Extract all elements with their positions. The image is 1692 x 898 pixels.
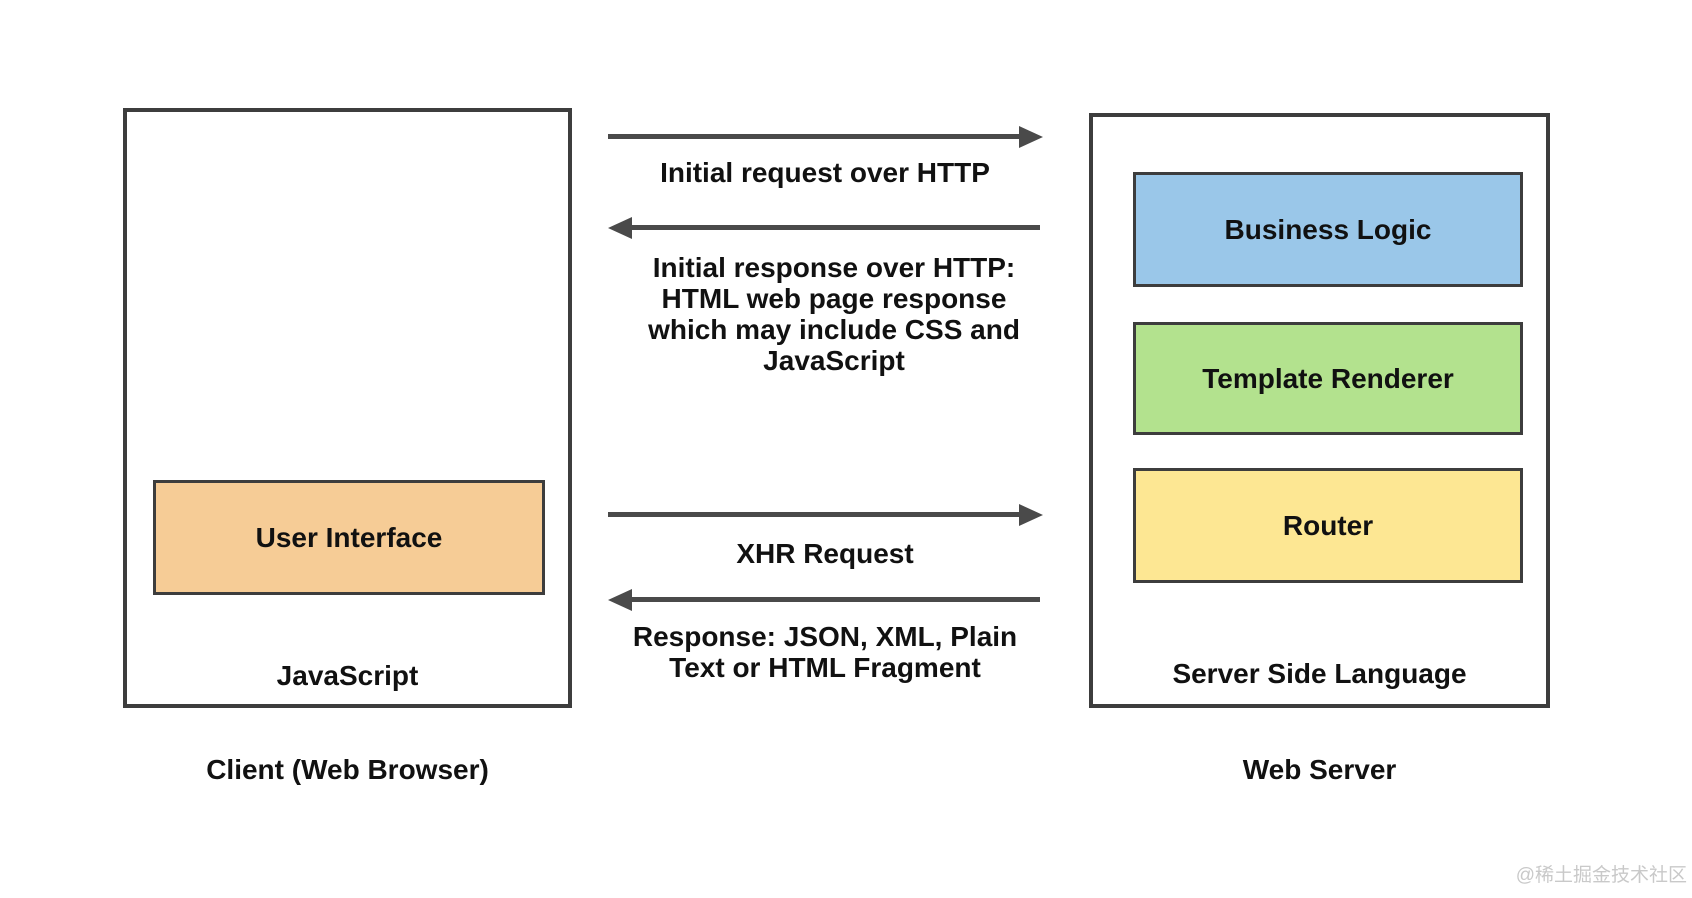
left-arrow-icon [608, 217, 632, 239]
xhr-request-label: XHR Request [736, 538, 914, 569]
server-runtime-label: Server Side Language [1172, 658, 1467, 689]
user-interface-label: User Interface [255, 521, 443, 553]
template-renderer-label: Template Renderer [1202, 362, 1454, 394]
left-arrow-icon [608, 589, 632, 611]
client-box [123, 108, 572, 708]
initial-request-label: Initial request over HTTP [660, 157, 990, 188]
initial-response-label: Initial response over HTTP: HTML web pag… [648, 252, 1020, 376]
template-renderer-box: Template Renderer [1133, 322, 1523, 435]
xhr-request-arrow-line [608, 512, 1021, 517]
server-caption: Web Server [1242, 754, 1397, 785]
client-caption: Client (Web Browser) [206, 754, 489, 785]
router-box: Router [1133, 468, 1523, 583]
business-logic-box: Business Logic [1133, 172, 1523, 287]
initial-response-arrow-line [632, 225, 1040, 230]
user-interface-box: User Interface [153, 480, 545, 595]
initial-request-arrow-line [608, 134, 1021, 139]
business-logic-label: Business Logic [1224, 213, 1432, 245]
xhr-response-label: Response: JSON, XML, Plain Text or HTML … [632, 621, 1018, 683]
right-arrow-icon [1019, 504, 1043, 526]
right-arrow-icon [1019, 126, 1043, 148]
router-label: Router [1282, 509, 1374, 541]
xhr-response-arrow-line [632, 597, 1040, 602]
client-runtime-label: JavaScript [276, 660, 419, 691]
watermark: @稀土掘金技术社区 [1515, 865, 1687, 886]
